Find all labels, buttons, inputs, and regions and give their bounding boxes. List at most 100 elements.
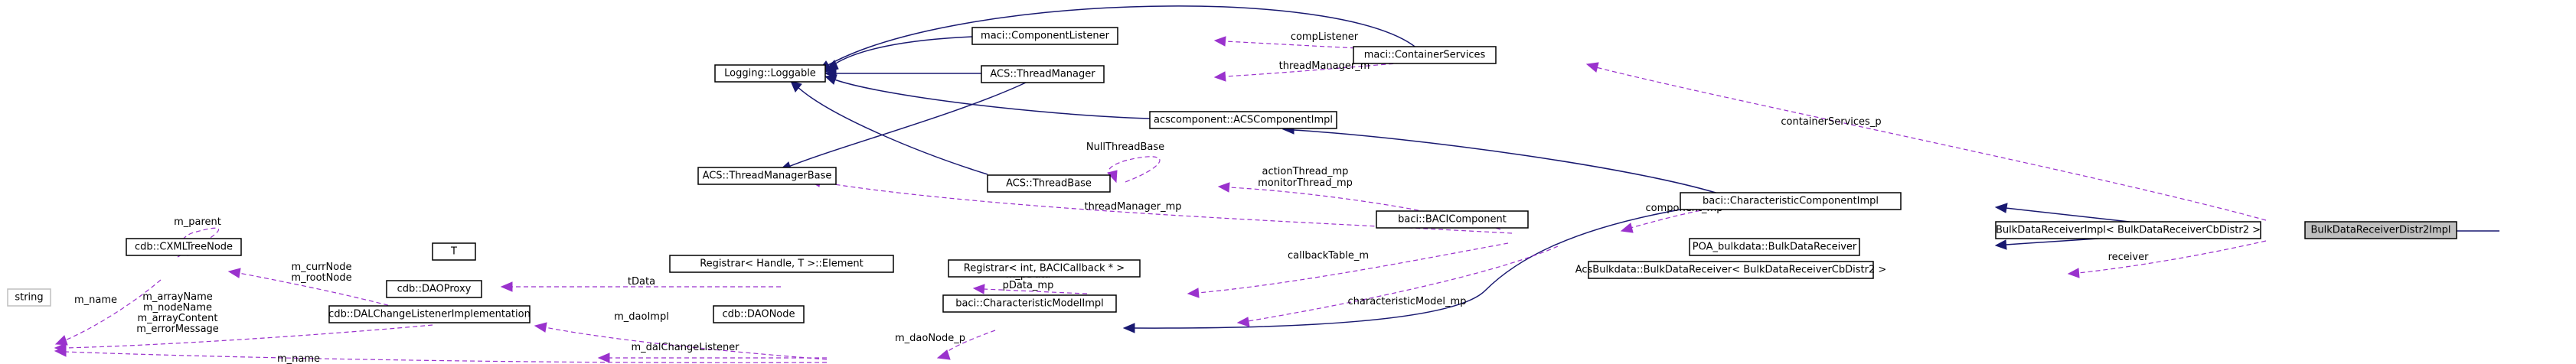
node-label: acscomponent::ACSComponentImpl <box>1154 115 1333 126</box>
node-poa-bulkdata-bulk-data-receiver[interactable]: POA_bulkdata::BulkDataReceiver <box>1689 238 1860 256</box>
arrowhead-registrar-element-to-t <box>500 281 513 292</box>
node-logging-loggable[interactable]: Logging::Loggable <box>714 64 826 83</box>
label-callback-table-m: callbackTable_m <box>1288 250 1369 262</box>
node-bulk-data-receiver-distr2-impl[interactable]: BulkDataReceiverDistr2Impl <box>2304 221 2457 239</box>
arrowhead-char-model-impl-to-dao-node <box>936 349 951 360</box>
label-action-thread-mp: actionThread_mp <box>1262 166 1349 177</box>
label-container-services-p: containerServices_p <box>1781 116 1881 128</box>
node-label: Registrar< int, BACICallback * > <box>964 263 1125 275</box>
label-m-array-content: m_arrayContent <box>138 313 218 324</box>
node-cdb-cxml-tree-node[interactable]: cdb::CXMLTreeNode <box>126 238 242 256</box>
node-baci-characteristic-model-impl[interactable]: baci::CharacteristicModelImpl <box>942 294 1117 313</box>
label-m-dal-change-listener: m_dalChangeListener <box>631 342 739 353</box>
edge-baci-component-to-registrar-int <box>1197 242 1509 294</box>
arrowhead-char-comp-impl-to-char-model-impl <box>1122 323 1135 333</box>
edge-bdr-impl-to-container-services <box>1595 67 2267 221</box>
label-m-error-message: m_errorMessage <box>136 323 219 335</box>
label-m-root-node: m_rootNode <box>291 272 351 284</box>
arrowhead-thread-base-self-loop <box>1107 170 1118 184</box>
node-label: Registrar< Handle, T >::Element <box>700 258 864 270</box>
node-cdb-dal-change-listener-implementation[interactable]: cdb::DALChangeListenerImplementation <box>328 305 531 323</box>
arrowhead-bdr-impl-to-acs-bdr <box>2067 268 2080 278</box>
node-label: Logging::Loggable <box>724 68 816 80</box>
edge-char-comp-impl-to-baci-component <box>1630 204 1731 229</box>
node-label: maci::ComponentListener <box>981 31 1110 42</box>
node-cdb-dao-node[interactable]: cdb::DAONode <box>713 305 805 323</box>
label-thread-manager-mp: threadManager_mp <box>1084 201 1181 213</box>
node-label: baci::CharacteristicModelImpl <box>955 298 1104 310</box>
arrowhead-registrar-int-to-element <box>972 284 985 294</box>
node-baci-baci-component[interactable]: baci::BACIComponent <box>1376 210 1529 229</box>
label-m-array-name: m_arrayName <box>142 291 213 303</box>
node-label: cdb::DAONode <box>722 309 795 320</box>
arrowhead-baci-component-to-char-model-impl <box>1236 317 1250 327</box>
node-acs-thread-manager[interactable]: ACS::ThreadManager <box>981 65 1105 83</box>
label-monitor-thread-mp: monitorThread_mp <box>1258 177 1353 189</box>
node-cdb-dao-proxy[interactable]: cdb::DAOProxy <box>386 280 482 298</box>
node-baci-characteristic-component-impl[interactable]: baci::CharacteristicComponentImpl <box>1680 192 1902 210</box>
node-label: baci::BACIComponent <box>1398 214 1507 226</box>
label-comp-listener: compListener <box>1291 31 1359 43</box>
node-label: cdb::DAOProxy <box>397 284 472 295</box>
edge-thread-manager-to-thread-manager-base <box>788 82 1027 167</box>
label-m-dao-node-p: m_daoNode_p <box>895 333 965 344</box>
node-label: AcsBulkdata::BulkDataReceiver< BulkDataR… <box>1575 265 1887 276</box>
edge-baci-component-to-char-model-impl <box>1247 245 1559 322</box>
node-label: cdb::DALChangeListenerImplementation <box>328 309 531 320</box>
arrowhead-bdr-impl-to-container-services <box>1585 62 1599 73</box>
node-registrar-int-baci-callback[interactable]: Registrar< int, BACICallback * > <box>948 259 1141 278</box>
edge-baci-component-to-thread-manager-base <box>818 181 1513 234</box>
label-m-curr-node: m_currNode <box>292 262 352 273</box>
arrowhead-baci-component-to-thread-base <box>1217 182 1230 193</box>
edge-dao-proxy-to-string <box>64 324 433 349</box>
node-string-type[interactable]: string <box>7 288 51 307</box>
node-maci-component-listener[interactable]: maci::ComponentListener <box>971 27 1118 45</box>
arrowhead-container-services-to-thread-manager <box>1213 71 1226 82</box>
edge-bdr-impl-to-acs-bdr <box>2078 240 2267 274</box>
label-thread-manager-m: threadManager_m <box>1279 60 1370 72</box>
label-t-data: tData <box>628 276 655 288</box>
node-label: string <box>15 292 43 304</box>
edge-thread-base-to-loggable <box>795 85 988 175</box>
label-m-parent: m_parent <box>174 216 221 228</box>
arrowhead-dao-node-to-string <box>54 346 67 357</box>
node-acs-thread-manager-base[interactable]: ACS::ThreadManagerBase <box>697 167 837 185</box>
label-characteristic-model-mp: characteristicModel_mp <box>1348 296 1467 307</box>
arrowhead-baci-component-to-registrar-int <box>1187 288 1200 298</box>
edge-char-comp-impl-to-char-model-impl <box>1132 209 1681 329</box>
node-label: ACS::ThreadManagerBase <box>703 171 832 182</box>
label-m-node-name: m_nodeName <box>143 302 212 314</box>
edge-labels: compListener threadManager_m containerSe… <box>74 31 2149 364</box>
edge-dao-node-to-string <box>64 351 828 363</box>
arrowhead-dao-node-to-dal-change-listener <box>597 353 610 363</box>
node-label: POA_bulkdata::BulkDataReceiver <box>1693 242 1857 253</box>
node-bulk-data-receiver-impl[interactable]: BulkDataReceiverImpl< BulkDataReceiverCb… <box>1995 221 2261 239</box>
nodes: maci::ComponentListener maci::ContainerS… <box>7 27 2457 323</box>
node-label: baci::CharacteristicComponentImpl <box>1703 196 1879 207</box>
inheritance-edges <box>778 5 2499 333</box>
edge-component-listener-to-loggable <box>834 36 973 65</box>
arrowhead-container-services-to-component-listener <box>1213 36 1226 47</box>
arrowhead-dao-proxy-to-cxml-tree-node <box>227 268 241 278</box>
node-acs-bulkdata-bulk-data-receiver[interactable]: AcsBulkdata::BulkDataReceiver< BulkDataR… <box>1575 261 1887 279</box>
arrowhead-acs-component-impl-to-loggable <box>824 74 837 85</box>
node-label: ACS::ThreadManager <box>990 69 1095 80</box>
arrowhead-cxml-tree-node-to-string <box>54 335 68 346</box>
node-label: T <box>450 246 457 258</box>
edge-cxml-tree-node-to-string <box>64 279 162 341</box>
label-m-name-bottom: m_name <box>277 353 320 364</box>
edge-char-comp-impl-to-acs-component-impl <box>1293 129 1731 198</box>
node-t-param[interactable]: T <box>432 242 476 261</box>
node-acs-thread-base[interactable]: ACS::ThreadBase <box>987 174 1111 193</box>
node-registrar-handle-element[interactable]: Registrar< Handle, T >::Element <box>669 255 894 273</box>
label-receiver: receiver <box>2108 252 2150 263</box>
arrowhead-bdr-impl-to-char-comp-impl <box>1994 203 2008 213</box>
node-maci-container-services[interactable]: maci::ContainerServices <box>1353 46 1497 64</box>
label-null-thread-base: NullThreadBase <box>1086 141 1164 153</box>
edge-container-services-to-loggable <box>826 5 1423 67</box>
edge-registrar-int-to-element <box>983 288 1088 294</box>
node-label: BulkDataReceiverDistr2Impl <box>2310 225 2450 236</box>
node-acscomponent-acs-component-impl[interactable]: acscomponent::ACSComponentImpl <box>1149 111 1337 129</box>
arrowhead-thread-base-to-loggable <box>790 80 802 93</box>
